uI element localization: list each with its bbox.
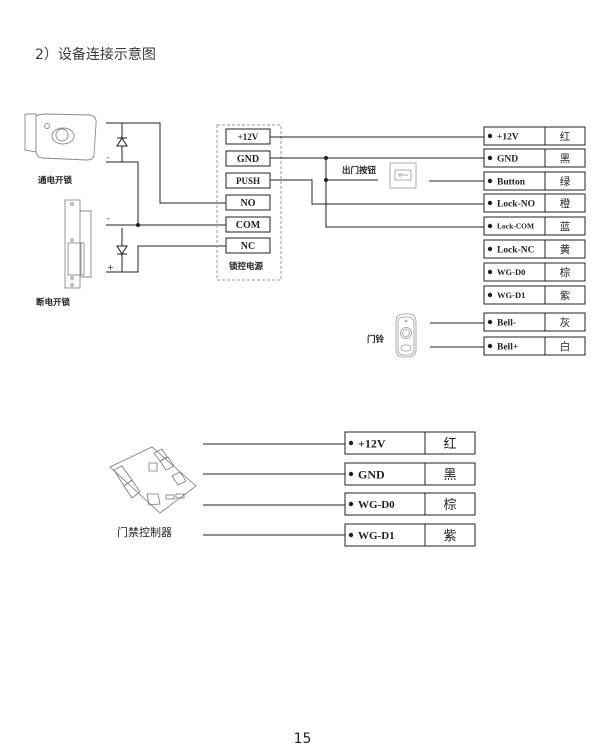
terminal-12v: +12V — [225, 128, 271, 145]
wire-row: Lock-NC 黄 — [483, 239, 586, 259]
diode-icon — [116, 137, 128, 147]
center-wiring — [270, 136, 484, 348]
controller-label: 门禁控制器 — [117, 525, 172, 539]
wire-name: Lock-COM — [497, 222, 534, 231]
bottom-wiring — [203, 443, 347, 536]
bullet-icon — [487, 223, 493, 229]
wire-color: 黑 — [443, 468, 456, 483]
fail-secure-strike-icon — [64, 199, 92, 289]
wire-row: Lock-COM 蓝 — [483, 216, 586, 236]
bullet-icon — [487, 246, 493, 252]
page-number: 15 — [293, 731, 312, 747]
bullet-icon — [487, 343, 493, 349]
power-supply-terminals: +12V GND PUSH NO COM NC — [225, 128, 271, 254]
wire-name: Button — [497, 177, 526, 187]
bullet-icon — [487, 319, 493, 325]
wire-color: 黑 — [560, 153, 571, 165]
junction-dot — [324, 178, 328, 182]
exit-button-label: 出门按钮 — [342, 165, 377, 176]
bullet-icon — [487, 133, 493, 139]
doorbell-label: 门铃 — [367, 334, 385, 345]
terminal-label: PUSH — [236, 176, 260, 186]
wire-row: WG-D0 棕 — [344, 492, 476, 516]
wire-name: WG-D1 — [358, 530, 395, 542]
wire-row: +12V 红 — [483, 126, 586, 146]
wire-color: 棕 — [443, 498, 456, 513]
wire-row: Bell+ 白 — [483, 336, 586, 356]
wire-row: Lock-NO 橙 — [483, 193, 586, 213]
wire-name: WG-D0 — [497, 267, 525, 277]
exit-button-icon — [389, 162, 417, 189]
bullet-icon — [487, 178, 493, 184]
bullet-icon — [348, 501, 354, 507]
wire-color: 灰 — [560, 316, 571, 329]
bullet-icon — [487, 292, 493, 298]
wire-name: Bell+ — [497, 342, 518, 352]
wire-color: 棕 — [560, 266, 571, 279]
wire-name: GND — [358, 467, 385, 481]
wire-name: +12V — [497, 132, 519, 142]
polarity-mark: + — [107, 263, 114, 272]
junction-dot — [324, 156, 328, 160]
wire-row: WG-D1 紫 — [483, 285, 586, 305]
power-supply-label: 锁控电源 — [229, 261, 264, 272]
terminal-label: NO — [241, 198, 256, 209]
wire-name: GND — [497, 154, 518, 164]
junction-dot — [136, 223, 140, 227]
wire-row: Button 绿 — [483, 171, 586, 191]
bullet-icon — [487, 269, 493, 275]
terminal-label: COM — [236, 220, 261, 231]
bottom-wire-table: +12V 红 GND 黑 WG-D0 棕 WG-D1 紫 — [344, 431, 476, 547]
bullet-icon — [487, 200, 493, 206]
wire-row: +12V 红 — [344, 431, 476, 455]
section-title: 2）设备连接示意图 — [35, 47, 156, 63]
polarity-mark: - — [107, 214, 110, 223]
fail-secure-lock-label: 断电开锁 — [36, 297, 71, 308]
wire-color: 红 — [560, 130, 571, 143]
doorbell-icon — [395, 313, 417, 358]
wire-color: 绿 — [560, 175, 571, 188]
wire-color: 白 — [560, 340, 571, 353]
wire-name: Lock-NC — [497, 245, 535, 255]
wire-color: 橙 — [560, 197, 571, 210]
wire-name: WG-D1 — [497, 290, 525, 300]
wire-name: Lock-NO — [497, 199, 535, 209]
wire-color: 红 — [443, 436, 456, 452]
terminal-label: +12V — [238, 132, 259, 142]
power-on-lock-label: 通电开锁 — [38, 175, 73, 186]
terminal-gnd: GND — [225, 150, 271, 167]
wire-row: GND 黑 — [483, 148, 586, 168]
power-on-lock-icon — [24, 113, 97, 161]
power-supply-frame — [216, 124, 282, 281]
terminal-nc: NC — [225, 237, 271, 254]
wire-row: WG-D1 紫 — [344, 523, 476, 547]
wire-row: Bell- 灰 — [483, 312, 586, 332]
bullet-icon — [348, 532, 354, 538]
diode-icon — [116, 245, 128, 255]
wire-color: 黄 — [560, 243, 571, 256]
terminal-com: COM — [225, 216, 271, 233]
wire-color: 紫 — [560, 290, 571, 302]
bullet-icon — [487, 155, 493, 161]
terminal-label: NC — [241, 241, 255, 252]
wire-row: WG-D0 棕 — [483, 262, 586, 282]
wire-name: Bell- — [497, 318, 516, 328]
wire-color: 蓝 — [560, 221, 571, 233]
polarity-mark: - — [107, 153, 110, 162]
access-controller-board-icon — [109, 446, 197, 514]
bullet-icon — [348, 471, 354, 477]
terminal-push: PUSH — [225, 172, 271, 189]
wire-name: +12V — [358, 436, 386, 450]
terminal-label: GND — [237, 154, 259, 165]
bullet-icon — [348, 440, 354, 446]
terminal-no: NO — [225, 194, 271, 211]
wire-color: 紫 — [443, 529, 456, 544]
wire-name: WG-D0 — [358, 499, 395, 511]
top-wire-table: +12V 红 GND 黑 Button 绿 Lock-NO 橙 Lock-COM 蓝 Lock-NC… — [483, 126, 586, 356]
wire-row: GND 黑 — [344, 462, 476, 486]
